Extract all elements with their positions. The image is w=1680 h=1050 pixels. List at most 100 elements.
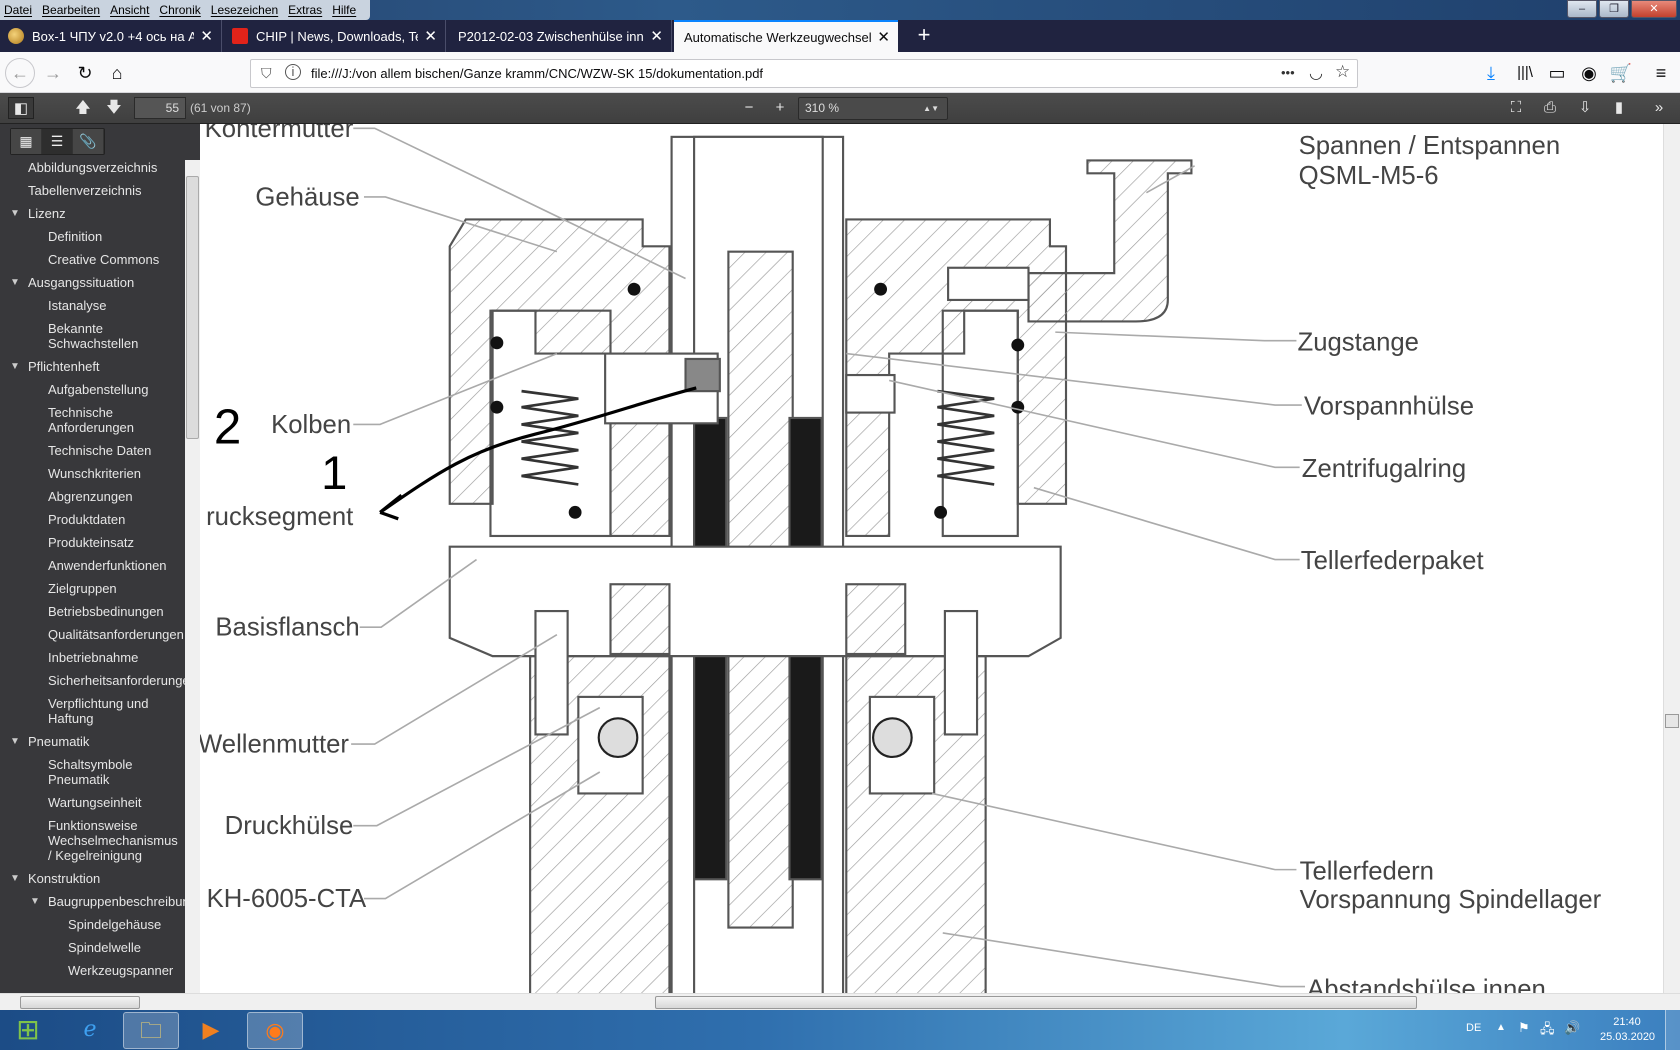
show-hidden-icons-icon[interactable]: ▲ <box>1496 1022 1506 1033</box>
library-icon[interactable]: |||\ <box>1517 64 1533 81</box>
outline-item[interactable]: Verpflichtung und Haftung <box>48 696 149 726</box>
outline-item[interactable]: Ausgangssituation <box>28 275 135 290</box>
pocket-icon[interactable]: ◡ <box>1309 65 1323 82</box>
previous-page-icon[interactable]: 🡅 <box>75 99 91 116</box>
outline-item[interactable]: Technische Daten <box>48 443 152 458</box>
bookmark-star-icon[interactable]: ☆ <box>1335 62 1351 81</box>
expand-triangle-icon[interactable]: ▼ <box>10 277 20 288</box>
menu-ansicht[interactable]: Ansicht <box>110 3 150 17</box>
outline-item[interactable]: Sicherheitsanforderungen <box>48 673 185 688</box>
horizontal-scrollbar[interactable] <box>0 993 1680 1010</box>
menu-bearbeiten[interactable]: Bearbeiten <box>42 3 101 17</box>
url-bar[interactable]: ⛉ i file:///J:/von allem bischen/Ganze k… <box>250 59 1358 88</box>
language-indicator[interactable]: DE <box>1466 1022 1482 1034</box>
content-horizontal-thumb[interactable] <box>655 996 1417 1009</box>
action-center-flag-icon[interactable]: ⚑ <box>1518 1020 1530 1035</box>
new-tab-button[interactable]: + <box>917 22 931 47</box>
forward-button[interactable]: → <box>44 63 62 83</box>
page-actions-button[interactable]: ••• <box>1281 65 1295 80</box>
outline-view-icon[interactable]: ☰ <box>42 129 73 154</box>
outline-item[interactable]: Konstruktion <box>28 871 101 886</box>
next-page-icon[interactable]: 🡇 <box>106 99 122 116</box>
content-vertical-scrollbar[interactable] <box>1663 124 1680 993</box>
volume-icon[interactable]: 🔊 <box>1564 1020 1581 1035</box>
menu-chronik[interactable]: Chronik <box>159 3 201 17</box>
outline-item[interactable]: Produktdaten <box>48 512 126 527</box>
outline-item[interactable]: Anwenderfunktionen <box>48 558 167 573</box>
tools-menu-icon[interactable]: » <box>1654 99 1664 116</box>
zoom-out-button[interactable]: − <box>744 99 754 116</box>
minimize-button[interactable]: – <box>1567 0 1597 18</box>
reload-button[interactable]: ↻ <box>77 63 93 83</box>
outline-item[interactable]: Abgrenzungen <box>48 489 133 504</box>
tab-close-icon[interactable]: ✕ <box>877 29 890 46</box>
expand-triangle-icon[interactable]: ▼ <box>10 208 20 219</box>
outline-item[interactable]: Betriebsbedinungen <box>48 604 164 619</box>
outline-item[interactable]: Pflichtenheft <box>28 359 100 374</box>
cart-extension-icon[interactable]: 🛒 <box>1609 63 1633 83</box>
expand-triangle-icon[interactable]: ▼ <box>10 736 20 747</box>
outline-item[interactable]: Istanalyse <box>48 298 107 313</box>
print-icon[interactable]: ⎙ <box>1543 99 1556 116</box>
hamburger-menu-icon[interactable]: ≡ <box>1655 63 1667 83</box>
outline-item[interactable]: Spindelgehäuse <box>68 917 162 932</box>
presentation-mode-icon[interactable]: ⛶ <box>1510 99 1522 116</box>
url-text[interactable]: file:///J:/von allem bischen/Ganze kramm… <box>311 66 764 81</box>
outline-item[interactable]: Tabellenverzeichnis <box>28 183 142 198</box>
sidebar-horizontal-thumb[interactable] <box>20 996 140 1009</box>
account-icon[interactable]: ◉ <box>1581 63 1597 83</box>
outline-item[interactable]: Produkteinsatz <box>48 535 134 550</box>
media-player-icon[interactable]: ▶ <box>202 1017 220 1042</box>
expand-triangle-icon[interactable]: ▼ <box>10 361 20 372</box>
site-info-icon[interactable]: i <box>285 64 301 80</box>
network-icon[interactable]: 🖧 <box>1540 1021 1555 1036</box>
restore-button[interactable]: ❐ <box>1599 0 1629 18</box>
tracking-shield-icon[interactable]: ⛉ <box>261 65 272 81</box>
outline-item[interactable]: Inbetriebnahme <box>48 650 139 665</box>
show-desktop-button[interactable] <box>1665 1010 1680 1050</box>
menu-extras[interactable]: Extras <box>288 3 323 17</box>
tab-dokumentation-active[interactable]: Automatische Werkzeugwechselspi ✕ <box>674 20 898 52</box>
outline-item[interactable]: Technische Anforderungen <box>48 405 135 435</box>
internet-explorer-icon[interactable]: e <box>83 1017 97 1042</box>
sidebar-toggle-icon[interactable]: ▭ <box>1548 63 1566 83</box>
home-button[interactable]: ⌂ <box>111 63 123 83</box>
system-clock[interactable]: 21:40 25.03.2020 <box>1600 1015 1655 1045</box>
firefox-icon[interactable]: ◉ <box>247 1012 303 1049</box>
outline-item[interactable]: Wartungseinheit <box>48 795 142 810</box>
outline-item[interactable]: Schaltsymbole Pneumatik <box>48 757 133 787</box>
sidebar-scroll-thumb[interactable] <box>186 176 199 439</box>
tab-close-icon[interactable]: ✕ <box>424 28 437 45</box>
start-button-icon[interactable]: ⊞ <box>16 1014 40 1045</box>
outline-item[interactable]: Spindelwelle <box>68 940 141 955</box>
outline-item[interactable]: Aufgabenstellung <box>48 382 149 397</box>
tab-p2012[interactable]: P2012-02-03 Zwischenhülse innen - ✕ <box>448 20 672 52</box>
vertical-scroll-thumb[interactable] <box>1665 714 1679 728</box>
outline-item[interactable]: Definition <box>48 229 103 244</box>
thumbnails-view-icon[interactable]: ▦ <box>11 129 42 154</box>
bookmark-view-icon[interactable]: ▮ <box>1614 99 1624 116</box>
outline-item[interactable]: Qualitätsanforderungen <box>48 627 184 642</box>
expand-triangle-icon[interactable]: ▼ <box>10 873 20 884</box>
outline-item[interactable]: Zielgruppen <box>48 581 117 596</box>
expand-triangle-icon[interactable]: ▼ <box>30 896 40 907</box>
menu-datei[interactable]: Datei <box>4 3 33 17</box>
attachments-view-icon[interactable]: 📎 <box>73 129 104 154</box>
downloads-icon[interactable]: ⤓ <box>1487 63 1495 83</box>
menu-hilfe[interactable]: Hilfe <box>332 3 357 17</box>
outline-item[interactable]: Funktionsweise Wechselmechanismus / Kege… <box>48 818 178 863</box>
menu-lesezeichen[interactable]: Lesezeichen <box>210 3 279 17</box>
outline-item[interactable]: Baugruppenbeschreibung <box>48 894 185 909</box>
zoom-select[interactable]: 310 %▲▼ <box>798 97 948 120</box>
back-button[interactable]: ← <box>5 58 35 88</box>
tab-close-icon[interactable]: ✕ <box>650 28 663 45</box>
tab-chip[interactable]: CHIP | News, Downloads, Tech- ✕ <box>224 20 446 52</box>
outline-item[interactable]: Creative Commons <box>48 252 160 267</box>
download-pdf-icon[interactable]: ⇩ <box>1578 99 1592 116</box>
outline-item[interactable]: Werkzeugspanner <box>68 963 174 978</box>
zoom-in-button[interactable]: + <box>775 99 785 116</box>
file-explorer-icon[interactable]: 🗀 <box>123 1012 179 1049</box>
page-number-input[interactable]: 55 <box>134 97 186 119</box>
outline-item[interactable]: Lizenz <box>28 206 66 221</box>
tab-box1[interactable]: Box-1 ЧПУ v2.0 +4 ось на Ardu ✕ <box>0 20 222 52</box>
